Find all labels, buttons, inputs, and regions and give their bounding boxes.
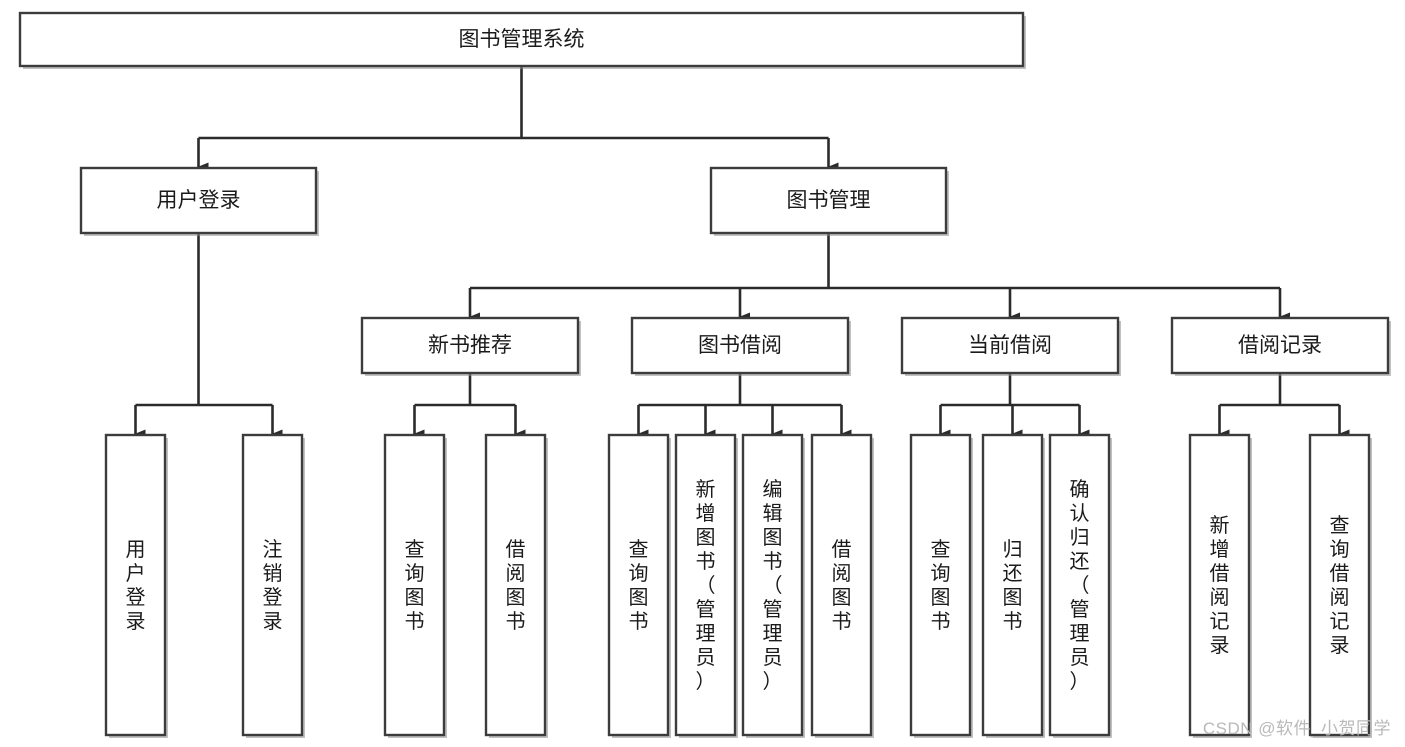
node-l-query-book-3[interactable]: 查询图书 <box>909 433 973 738</box>
node-rect[interactable] <box>741 433 804 737</box>
node-label: 用户登录 <box>157 189 241 212</box>
node-rect[interactable] <box>900 316 1120 375</box>
node-rect[interactable] <box>674 433 737 737</box>
connector-group <box>413 373 526 439</box>
node-rect[interactable] <box>360 316 580 375</box>
node-label: 用户登录 <box>126 539 146 633</box>
node-n-records[interactable]: 借阅记录 <box>1170 316 1391 376</box>
node-n-user-login[interactable]: 用户登录 <box>79 166 319 236</box>
node-rect[interactable] <box>607 433 670 737</box>
node-l-user-login[interactable]: 用户登录 <box>104 433 168 738</box>
node-l-query-book-2[interactable]: 查询图书 <box>607 433 671 738</box>
node-l-logout[interactable]: 注销登录 <box>241 433 305 738</box>
node-label: 图书管理 <box>787 189 871 212</box>
node-rect[interactable] <box>18 11 1025 68</box>
node-l-add-record[interactable]: 新增借阅记录 <box>1188 433 1252 738</box>
connector-group <box>1218 373 1350 439</box>
node-l-query-book-1[interactable]: 查询图书 <box>383 433 447 738</box>
node-label: 当前借阅 <box>968 334 1052 357</box>
node-n-book-manage[interactable]: 图书管理 <box>709 166 949 236</box>
connector-layer <box>134 66 1350 439</box>
node-l-query-record[interactable]: 查询借阅记录 <box>1308 433 1372 738</box>
node-label: 图书管理系统 <box>459 28 585 51</box>
node-l-borrow-book-1[interactable]: 借阅图书 <box>484 433 548 738</box>
node-label: 编辑图书（管理员） <box>763 478 783 693</box>
watermark-label: CSDN @软件_小贺同学 <box>1202 719 1391 738</box>
node-rect[interactable] <box>630 316 850 375</box>
node-label: 查询图书 <box>931 538 951 633</box>
node-label: 查询图书 <box>405 538 425 633</box>
node-l-confirm-return[interactable]: 确认归还（管理员） <box>1048 433 1112 738</box>
node-rect[interactable] <box>1308 433 1371 737</box>
connector-group <box>939 373 1090 439</box>
connector-group <box>134 233 283 439</box>
node-l-borrow-book-2[interactable]: 借阅图书 <box>810 433 874 738</box>
node-rect[interactable] <box>1048 433 1111 737</box>
node-n-current[interactable]: 当前借阅 <box>900 316 1121 376</box>
node-label: 借阅图书 <box>832 538 852 633</box>
node-rect[interactable] <box>1188 433 1251 737</box>
node-label: 新增图书（管理员） <box>696 478 716 693</box>
node-label: 注销登录 <box>263 538 283 633</box>
node-n-borrow[interactable]: 图书借阅 <box>630 316 851 376</box>
node-label: 新书推荐 <box>428 334 512 357</box>
node-rect[interactable] <box>79 166 318 235</box>
node-rect[interactable] <box>981 433 1044 737</box>
connector-group <box>468 233 1290 322</box>
connector-group <box>197 66 839 172</box>
node-label: 新增借阅记录 <box>1210 514 1230 657</box>
node-rect[interactable] <box>383 433 446 737</box>
node-n-new-books[interactable]: 新书推荐 <box>360 316 581 376</box>
node-label: 图书借阅 <box>698 334 782 357</box>
node-l-edit-book[interactable]: 编辑图书（管理员） <box>741 433 805 738</box>
node-rect[interactable] <box>241 433 304 737</box>
connector-group <box>637 373 852 439</box>
node-l-add-book[interactable]: 新增图书（管理员） <box>674 433 738 738</box>
node-label: 确认归还（管理员） <box>1070 478 1090 693</box>
node-rect[interactable] <box>709 166 948 235</box>
node-label: 借阅图书 <box>506 538 526 633</box>
node-layer: 图书管理系统用户登录图书管理新书推荐图书借阅当前借阅借阅记录用户登录注销登录查询… <box>18 11 1391 738</box>
node-label: 查询图书 <box>629 538 649 633</box>
node-l-return-book[interactable]: 归还图书 <box>981 433 1045 738</box>
node-rect[interactable] <box>909 433 972 737</box>
node-rect[interactable] <box>1170 316 1390 375</box>
node-rect[interactable] <box>810 433 873 737</box>
node-root[interactable]: 图书管理系统 <box>18 11 1026 69</box>
node-label: 归还图书 <box>1003 538 1023 633</box>
node-label: 借阅记录 <box>1238 334 1322 357</box>
node-rect[interactable] <box>484 433 547 737</box>
node-label: 查询借阅记录 <box>1330 514 1350 657</box>
node-rect[interactable] <box>104 433 167 737</box>
